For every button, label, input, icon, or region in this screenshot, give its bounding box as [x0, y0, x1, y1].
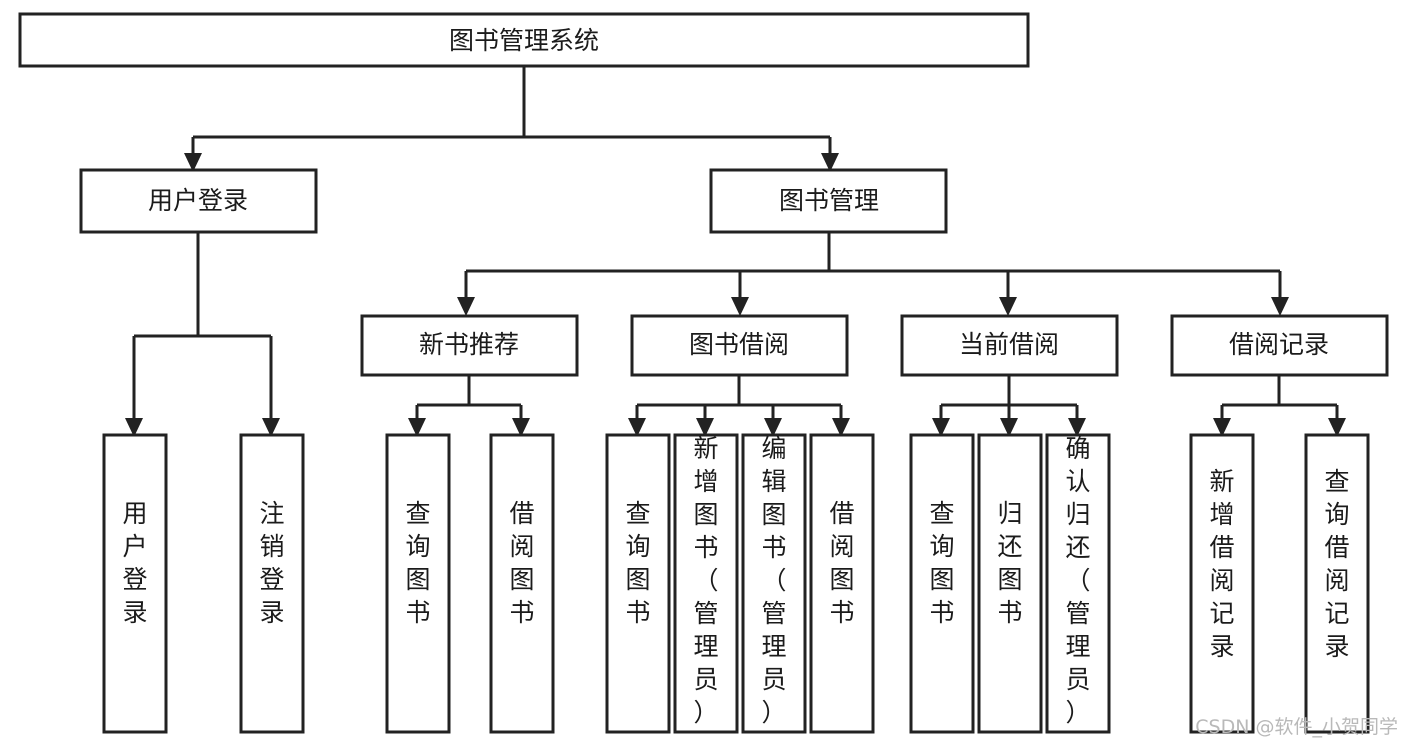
leaf-new-book-query[interactable]: 查询图书	[385, 433, 451, 734]
node-current-borrow-box[interactable]	[900, 314, 1119, 377]
leaf-box[interactable]	[909, 433, 975, 734]
leaf-label-vertical: 用户登录	[122, 499, 147, 627]
connector-group-current-borrow-to-leaves	[932, 375, 1086, 437]
leaf-label-vertical: 借阅图书	[829, 499, 854, 627]
node-book-borrow-label: 图书借阅	[689, 330, 789, 359]
connector-group-root-to-level2	[184, 66, 839, 172]
leaf-current-borrow-query[interactable]: 查询图书	[909, 433, 975, 734]
leaf-label-vertical: 借阅图书	[509, 499, 534, 627]
leaf-box[interactable]	[1189, 433, 1255, 734]
node-user-login[interactable]: 用户登录	[79, 168, 318, 234]
leaf-user-login-login[interactable]: 用户登录	[102, 433, 168, 734]
leaf-borrow-record-query[interactable]: 查询借阅记录	[1304, 433, 1370, 734]
leaf-label-vertical: 新增图书（管理员）	[693, 434, 718, 727]
node-root-label: 图书管理系统	[449, 26, 599, 55]
leaf-label-vertical: 查询借阅记录	[1324, 467, 1349, 661]
node-borrow-record-label: 借阅记录	[1229, 330, 1329, 359]
leaf-current-borrow-confirm[interactable]: 确认归还（管理员）	[1045, 433, 1111, 734]
node-borrow-record[interactable]: 借阅记录	[1170, 314, 1389, 377]
arrow-icon	[999, 297, 1017, 316]
node-user-login-label: 用户登录	[148, 186, 248, 215]
arrow-icon	[457, 297, 475, 316]
arrow-icon	[1271, 297, 1289, 316]
node-book-manage-label: 图书管理	[779, 186, 879, 215]
node-borrow-record-box[interactable]	[1170, 314, 1389, 377]
leaf-label-vertical: 查询图书	[625, 499, 650, 627]
leaf-book-borrow-add[interactable]: 新增图书（管理员）	[673, 433, 739, 734]
node-book-borrow[interactable]: 图书借阅	[630, 314, 849, 377]
leaf-label-vertical: 确认归还（管理员）	[1065, 434, 1090, 727]
connector-group-user-login-to-leaves	[125, 232, 280, 437]
connector-group-book-borrow-to-leaves	[628, 375, 850, 437]
node-root[interactable]: 图书管理系统	[18, 12, 1030, 68]
node-current-borrow[interactable]: 当前借阅	[900, 314, 1119, 377]
leaf-box[interactable]	[239, 433, 305, 734]
leaf-box[interactable]	[385, 433, 451, 734]
leaf-label-vertical: 归还图书	[997, 499, 1022, 627]
leaf-book-borrow-query[interactable]: 查询图书	[605, 433, 671, 734]
leaf-box[interactable]	[741, 433, 807, 734]
node-new-book-recommend[interactable]: 新书推荐	[360, 314, 579, 377]
leaf-label-vertical: 编辑图书（管理员）	[761, 434, 786, 727]
leaf-current-borrow-return[interactable]: 归还图书	[977, 433, 1043, 734]
leaf-box[interactable]	[1304, 433, 1370, 734]
node-current-borrow-label: 当前借阅	[959, 330, 1059, 359]
connector-group-new-book-to-leaves	[408, 375, 530, 437]
node-new-book-recommend-box[interactable]	[360, 314, 579, 377]
node-root-box[interactable]	[18, 12, 1030, 68]
connector-group-borrow-record-to-leaves	[1213, 375, 1346, 437]
node-book-borrow-box[interactable]	[630, 314, 849, 377]
leaf-box[interactable]	[1045, 433, 1111, 734]
arrow-icon	[731, 297, 749, 316]
node-new-book-recommend-label: 新书推荐	[419, 330, 519, 359]
leaf-box[interactable]	[102, 433, 168, 734]
leaf-box[interactable]	[605, 433, 671, 734]
leaf-user-login-logout[interactable]: 注销登录	[239, 433, 305, 734]
leaf-borrow-record-add[interactable]: 新增借阅记录	[1189, 433, 1255, 734]
leaf-label-vertical: 查询图书	[405, 499, 430, 627]
node-book-manage-box[interactable]	[709, 168, 948, 234]
csdn-watermark: CSDN @软件_小贺同学	[1195, 716, 1398, 738]
leaf-label-vertical: 查询图书	[929, 499, 954, 627]
leaf-box[interactable]	[977, 433, 1043, 734]
leaf-box[interactable]	[489, 433, 555, 734]
connector-group-book-manage-to-level3	[457, 232, 1289, 316]
leaf-label-vertical: 注销登录	[259, 499, 284, 627]
leaf-box[interactable]	[809, 433, 875, 734]
leaf-box[interactable]	[673, 433, 739, 734]
leaf-book-borrow-edit[interactable]: 编辑图书（管理员）	[741, 433, 807, 734]
leaf-label-vertical: 新增借阅记录	[1209, 467, 1234, 661]
leaf-book-borrow-borrow[interactable]: 借阅图书	[809, 433, 875, 734]
node-user-login-box[interactable]	[79, 168, 318, 234]
node-book-manage[interactable]: 图书管理	[709, 168, 948, 234]
leaf-new-book-borrow[interactable]: 借阅图书	[489, 433, 555, 734]
